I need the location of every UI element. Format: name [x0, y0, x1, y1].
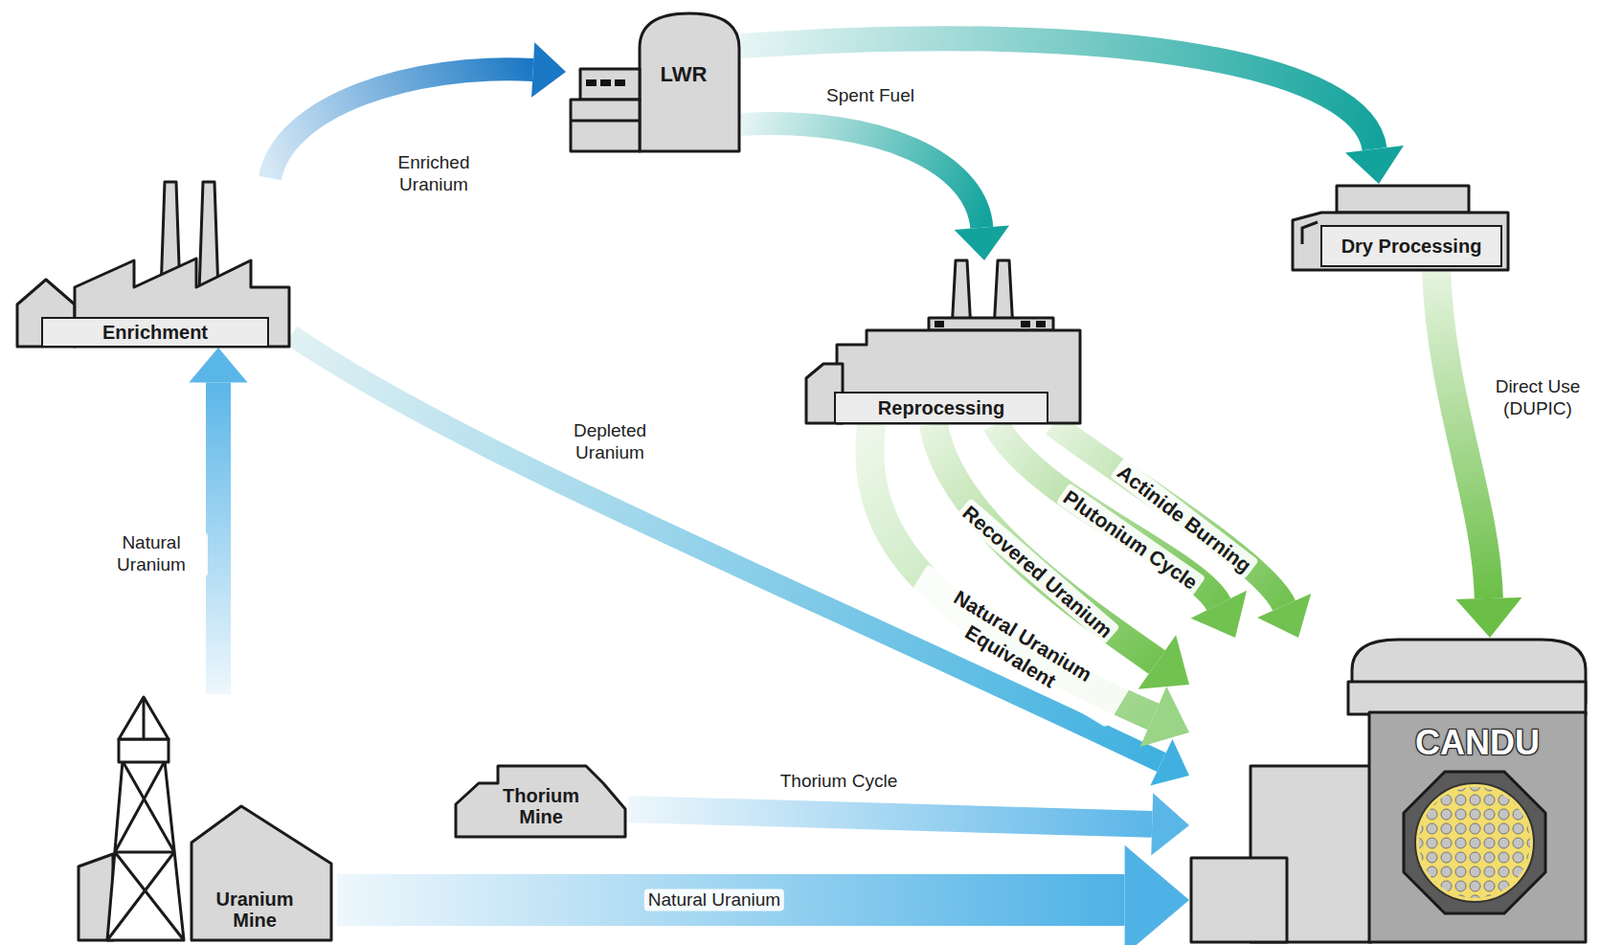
- thorium-mine: [455, 766, 626, 837]
- rect-shape: [580, 68, 640, 100]
- facility-name: Reprocessing: [878, 397, 1005, 419]
- flow-arrow: [741, 38, 1404, 184]
- facility: Reprocessing: [806, 260, 1082, 425]
- reprocessing-plant: [806, 260, 1081, 424]
- lwr-reactor: [570, 13, 740, 152]
- arrow-head: [531, 42, 566, 98]
- facility-name: LWR: [660, 63, 708, 87]
- arrow-head: [1257, 593, 1311, 638]
- arrow-head: [1345, 145, 1404, 184]
- rect-shape: [614, 79, 626, 87]
- line-shape: [114, 852, 184, 941]
- polygon-shape: [118, 697, 169, 740]
- circle-shape: [1415, 783, 1534, 902]
- arrow-head: [1125, 845, 1190, 945]
- circle-shape: [1419, 787, 1531, 899]
- polygon-shape: [107, 761, 184, 941]
- arrow-head: [1150, 792, 1190, 856]
- rect-shape: [1036, 320, 1046, 328]
- rect-shape: [570, 99, 640, 152]
- facility: CANDU: [1189, 637, 1587, 944]
- flow-label: Thorium Cycle: [776, 770, 902, 793]
- rect-shape: [1348, 681, 1586, 715]
- flow-label: Enriched Uranium: [377, 152, 491, 197]
- rect-shape: [834, 392, 1048, 424]
- flow-label: Direct Use (DUPIC): [1481, 376, 1595, 421]
- line-shape: [122, 761, 175, 853]
- flow-band: [741, 123, 982, 228]
- flow-label: Natural Uranium: [94, 532, 208, 577]
- arrow-head: [1191, 590, 1247, 638]
- arrow-head: [1140, 686, 1190, 747]
- arrow-head: [1149, 739, 1190, 787]
- arrow-head: [954, 225, 1010, 261]
- facility-name: Uranium Mine: [210, 888, 299, 931]
- facility: LWR: [565, 11, 742, 154]
- flow-label: Depleted Uranium: [553, 420, 667, 465]
- flow-band: [205, 383, 231, 695]
- rect-shape: [600, 79, 611, 87]
- enrichment-plant: [17, 181, 290, 347]
- arrow-head: [188, 347, 248, 384]
- arrow-head: [1138, 634, 1190, 690]
- flow-label: Natural Uranium: [644, 889, 785, 912]
- rect-shape: [934, 320, 945, 328]
- candu-reactor: [1191, 639, 1586, 943]
- flow-band: [1053, 424, 1285, 607]
- flow-arrow: [741, 123, 1010, 261]
- line-shape: [570, 119, 640, 123]
- flow-arrow: [337, 845, 1190, 945]
- line-shape: [107, 852, 175, 941]
- facility: Uranium Mine: [76, 694, 338, 943]
- facility-name: Dry Processing: [1341, 235, 1483, 257]
- rect-shape: [1321, 225, 1502, 267]
- facility: Dry Processing: [1290, 183, 1511, 271]
- polygon-shape: [455, 766, 626, 837]
- flow-arrow: [628, 792, 1190, 856]
- rect-shape: [1020, 320, 1031, 328]
- facility-name: Thorium Mine: [496, 785, 586, 828]
- path-shape: [639, 13, 740, 152]
- rect-shape: [1336, 185, 1469, 213]
- rect-shape: [1191, 857, 1287, 943]
- rect-shape: [118, 739, 169, 763]
- rect-shape: [42, 317, 269, 347]
- flow-label: Spent Fuel: [822, 85, 919, 108]
- uranium-mine: [78, 697, 332, 941]
- line-shape: [114, 761, 165, 853]
- polyline-shape: [1302, 222, 1318, 245]
- flow-band: [291, 335, 1162, 763]
- rect-shape: [1369, 712, 1586, 943]
- line-shape: [142, 697, 146, 740]
- facility-name: CANDU: [1415, 723, 1540, 763]
- polygon-shape: [1403, 771, 1546, 914]
- rect-shape: [928, 317, 1054, 331]
- polygon-shape: [1292, 212, 1509, 271]
- line-shape: [114, 851, 175, 855]
- polygon-shape: [199, 181, 219, 293]
- polygon-shape: [191, 806, 332, 941]
- facility-name: Enrichment: [102, 321, 208, 343]
- facility: Thorium Mine: [453, 764, 629, 839]
- arrow-head: [1455, 597, 1522, 638]
- facility: Enrichment: [15, 178, 292, 348]
- flow-arrow: [1436, 270, 1522, 638]
- flow-band: [337, 874, 1126, 926]
- flow-band: [628, 809, 1152, 825]
- dry-processing-plant: [1292, 185, 1509, 271]
- flow-arrow: [188, 347, 248, 695]
- rect-shape: [585, 79, 597, 87]
- flow-band: [1436, 270, 1489, 599]
